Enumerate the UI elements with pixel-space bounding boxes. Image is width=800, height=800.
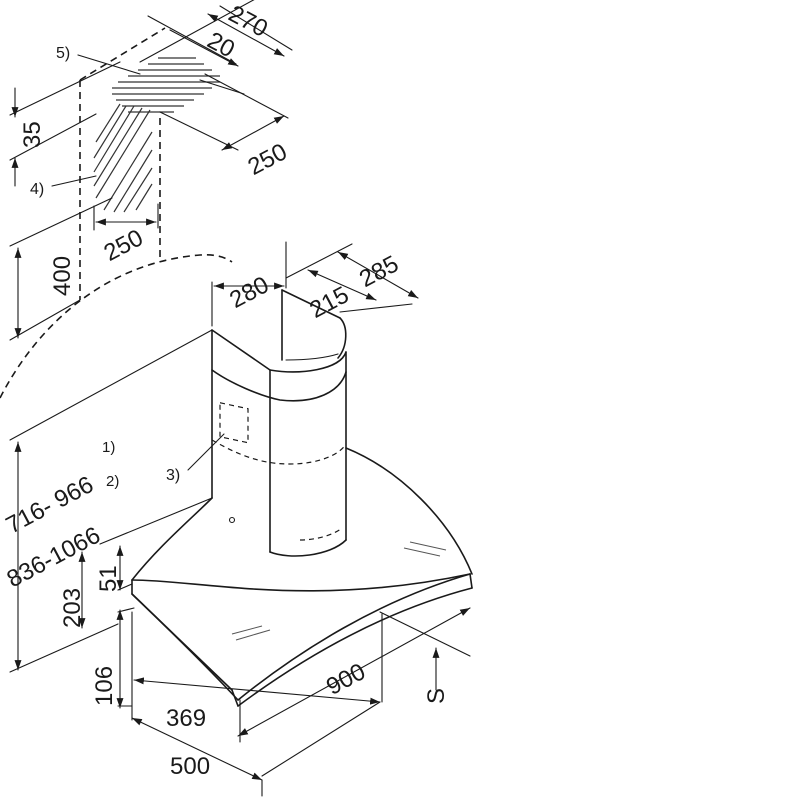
label-215: 215	[305, 281, 353, 324]
canopy-right-top	[345, 447, 473, 575]
dim-line-369	[133, 677, 381, 705]
label-height-range-2-ref: 2)	[106, 473, 119, 490]
label-20: 20	[203, 27, 239, 63]
dashed-wall-top	[79, 27, 166, 81]
label-400: 400	[49, 256, 76, 296]
label-285: 285	[355, 250, 403, 293]
label-369: 369	[166, 705, 206, 732]
callout-3: 3)	[166, 467, 180, 484]
ceiling-bracket-group	[0, 0, 293, 399]
ext-250-a	[159, 111, 239, 151]
label-280: 280	[225, 271, 273, 314]
label-35: 35	[19, 121, 46, 148]
label-900: 900	[322, 658, 370, 701]
chimney-top-edge	[281, 289, 341, 319]
chimney-group	[187, 241, 419, 557]
leader-3	[187, 433, 225, 471]
label-s: S	[423, 688, 450, 704]
chimney-dashed-box	[219, 402, 249, 444]
label-500: 500	[170, 753, 210, 780]
leader-5	[77, 54, 141, 75]
dim-line-215	[307, 269, 377, 301]
callout-4: 4)	[30, 181, 44, 198]
label-250-inner: 250	[100, 224, 148, 267]
label-106: 106	[91, 666, 118, 706]
dim-line-285	[337, 251, 419, 299]
dim-line-900	[237, 607, 471, 737]
label-203: 203	[59, 588, 86, 628]
chimney-dashed-joint	[211, 439, 347, 465]
canopy-group	[131, 447, 473, 707]
canopy-left-side	[131, 579, 233, 691]
dim-line-500	[131, 717, 263, 781]
canopy-left-top	[131, 497, 213, 581]
dim-line-270	[207, 13, 285, 57]
dashed-ceiling-arc	[0, 254, 233, 399]
label-250-top: 250	[244, 138, 292, 181]
leader-4	[51, 175, 97, 187]
dimension-labels: 270 20 250 35 400 250 280 285 215 716- 9…	[2, 0, 450, 780]
dim-line-250-top	[221, 115, 285, 151]
label-height-range-1-ref: 1)	[102, 439, 115, 456]
callout-labels: 5) 4) 3)	[30, 45, 180, 484]
lower-dimensions	[9, 329, 471, 797]
bracket-hatch-top	[112, 57, 220, 113]
ext-270-a	[147, 15, 237, 65]
label-51: 51	[95, 565, 122, 592]
canopy-front-top	[131, 573, 471, 592]
dim-line-20	[169, 29, 239, 67]
callout-5: 5)	[56, 45, 70, 62]
chimney-joint	[211, 369, 347, 402]
bracket-hatch-side	[93, 103, 153, 213]
